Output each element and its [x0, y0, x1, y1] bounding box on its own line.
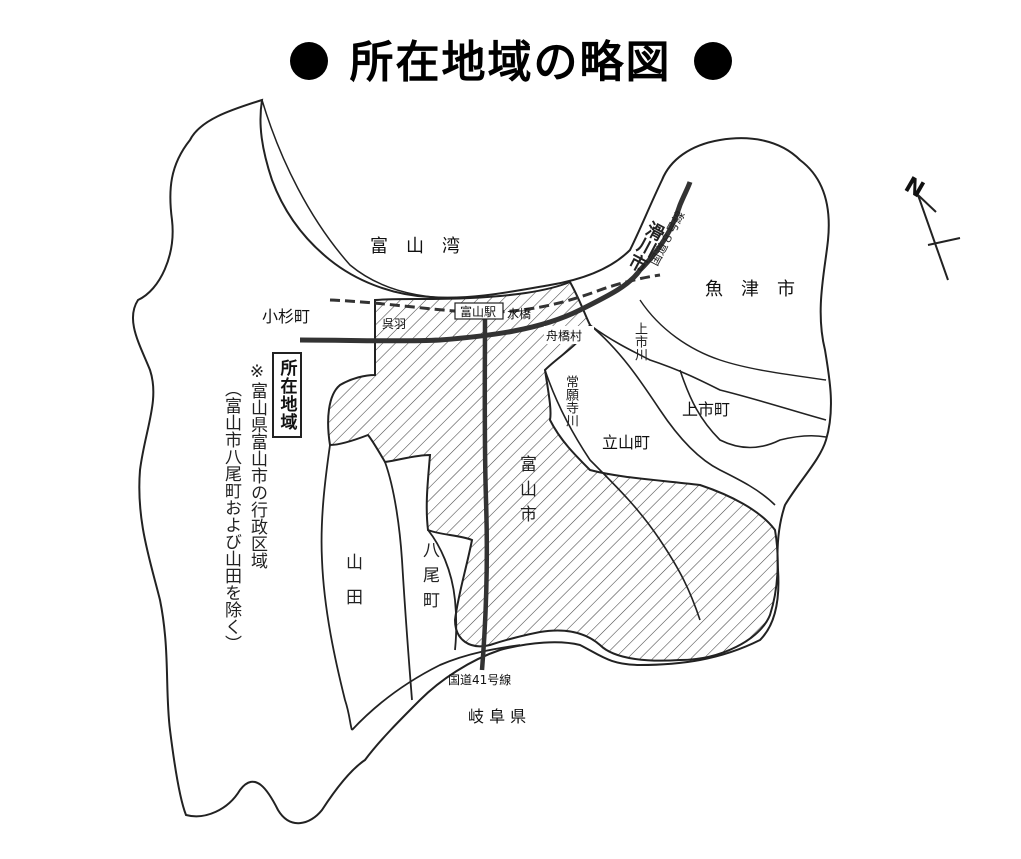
boundary-yatsuo [427, 529, 458, 651]
label-mizuhashi: 水橋 [507, 307, 531, 321]
bay-coast [261, 99, 471, 299]
joganji-river [544, 369, 701, 621]
label-gofuku: 呉羽 [382, 317, 406, 331]
outer-boundary [132, 98, 832, 825]
route-8 [299, 181, 693, 344]
boundary-uozu [639, 299, 827, 381]
route-41 [479, 311, 490, 671]
label-funahashi: 舟橋村 [546, 329, 582, 343]
label-gifu: 岐 阜 県 [468, 707, 526, 726]
boundary-yamada [320, 444, 353, 731]
label-uozu: 魚 津 市 [705, 279, 795, 300]
label-toyama-station: 富山駅 [460, 304, 496, 319]
title-text: 所在地域の略図 [349, 37, 672, 88]
toyama-city-area [327, 280, 779, 662]
boundary-gifu [351, 644, 521, 731]
boundary-kamiichi [679, 369, 827, 449]
label-route41: 国道41号線 [448, 672, 511, 687]
bullet-right [693, 42, 732, 80]
map-title: 所在地域の略図 [0, 26, 1021, 90]
label-yatsuo: 八尾町 [419, 541, 439, 616]
location-box: 所在地域 [272, 352, 302, 438]
label-joganji-river: 常願寺川 [563, 375, 578, 427]
label-toyama-city: 富山市 [516, 455, 536, 530]
station-box [454, 302, 504, 320]
note-line2: （富山市八尾町および山田を除く） [221, 380, 241, 652]
railway-line [329, 273, 661, 314]
label-tateyama: 立山町 [602, 433, 650, 452]
label-yamada: 山田 [342, 553, 362, 623]
note-line1: ※富山県富山市の行政区域 [247, 362, 267, 569]
label-toyama-bay: 富 山 湾 [370, 236, 460, 257]
funahashi-bg [544, 326, 594, 344]
bullet-left [289, 42, 328, 80]
boundary-tateyama [589, 324, 776, 506]
label-kamiichi-river: 上市川 [632, 322, 647, 361]
north-label: N [900, 173, 928, 204]
label-kosugi: 小杉町 [262, 307, 310, 326]
label-kamiichi-town: 上市町 [682, 400, 730, 419]
north-arrow: N [900, 173, 961, 281]
kamiichi-river [589, 324, 827, 421]
boundary-yamada-yatsuo [384, 461, 413, 701]
